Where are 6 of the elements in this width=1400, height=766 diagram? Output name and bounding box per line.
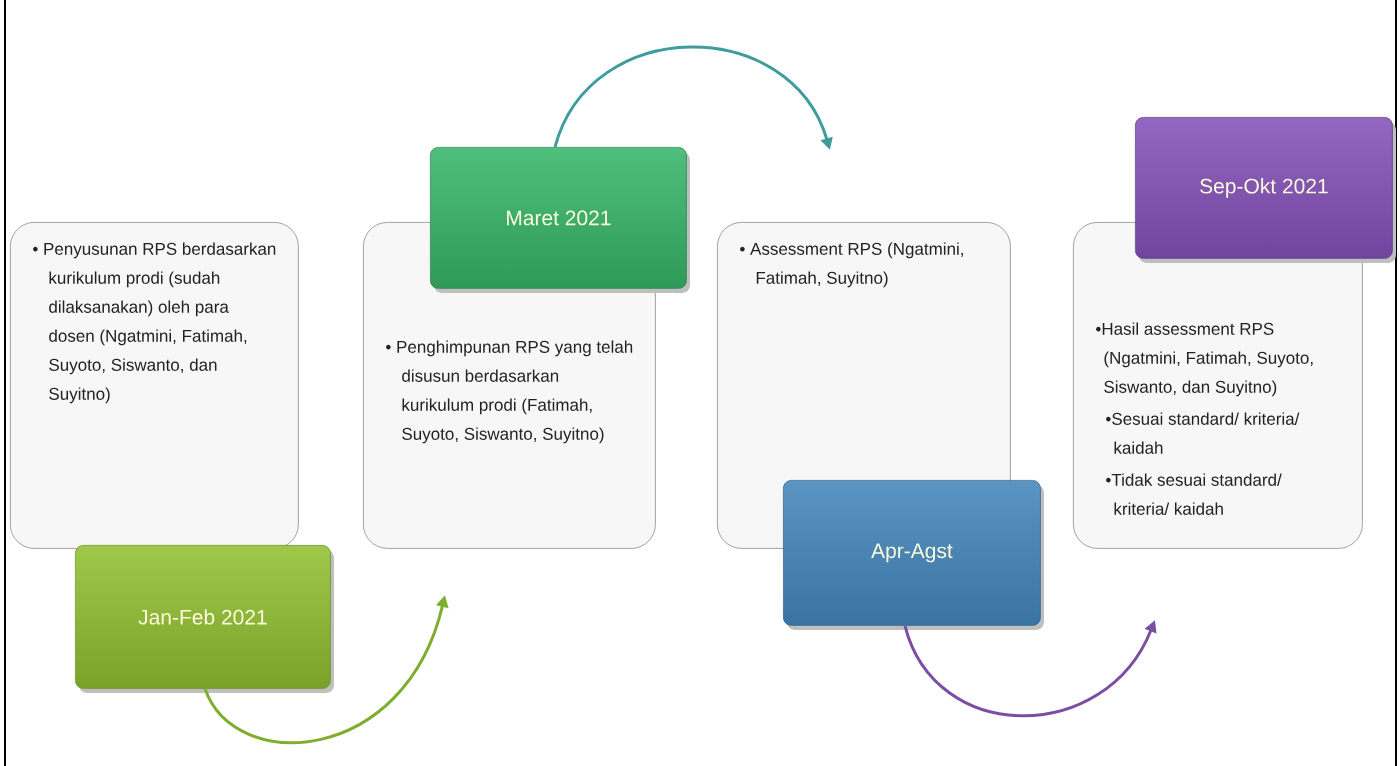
date-tab: Apr-Agst	[783, 480, 1041, 626]
date-tab: Jan-Feb 2021	[75, 545, 331, 689]
date-tab: Sep-Okt 2021	[1135, 117, 1393, 259]
date-tab: Maret 2021	[430, 147, 687, 289]
panel-box: • Penyusunan RPS berdasarkan kurikulum prodi (sudah dilaksanakan) oleh para dosen (Ngatmini, Fatimah, Suyoto, Siswanto, dan Suyitno)	[10, 222, 299, 549]
panel-box: •Hasil assessment RPS (Ngatmini, Fatimah, Suyoto, Siswanto, dan Suyitno) •Sesuai standard/ kriteria/ kaidah •Tidak sesuai standard/ kriteria/ kaidah	[1073, 222, 1363, 549]
